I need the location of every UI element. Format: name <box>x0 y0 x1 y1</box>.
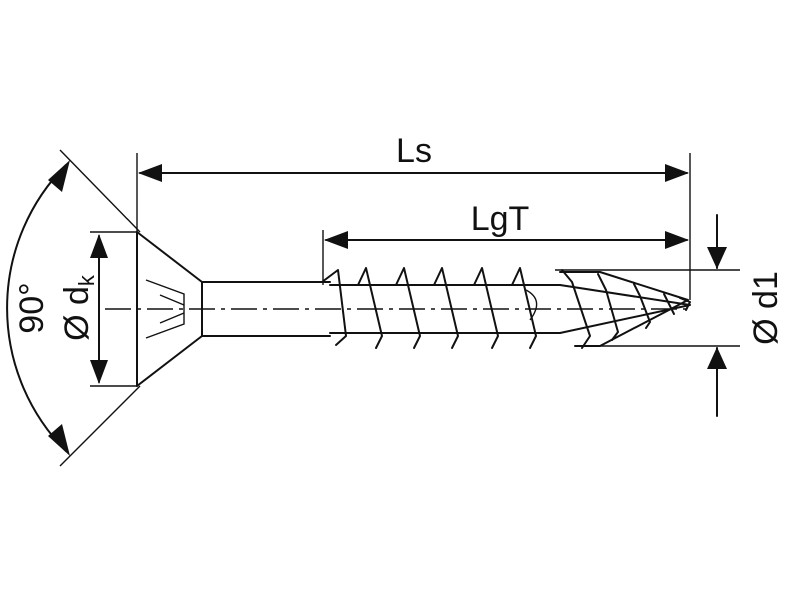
tip-point <box>679 297 691 311</box>
dk-label-subscript: k <box>74 274 99 286</box>
tip-thread-4 <box>663 293 675 315</box>
angle-label: 90° <box>13 282 51 333</box>
tip-thread-2 <box>597 273 619 341</box>
angle-arrow-top <box>48 160 70 192</box>
dk-label-main: Ø d <box>58 286 96 341</box>
thread-crest-5 <box>473 267 499 349</box>
dk-arrow-top <box>90 234 108 258</box>
drive-recess <box>145 279 185 339</box>
tip-thread-1 <box>561 269 591 349</box>
d1-arrow-top <box>707 247 727 269</box>
thread-crest-1 <box>321 269 347 346</box>
dk-arrow-bottom <box>90 360 108 384</box>
thread-crest-6 <box>511 267 537 349</box>
d1-label: Ø d1 <box>747 271 785 345</box>
angle-extension-top <box>59 149 141 233</box>
tip-outline <box>559 271 689 347</box>
lgt-arrow-right <box>665 231 689 249</box>
thread-cut <box>525 289 538 321</box>
angle-arrow-bottom <box>48 424 70 456</box>
angle-dimension: 90° <box>6 149 141 467</box>
angle-extension-bottom <box>59 385 141 467</box>
ls-arrow-left <box>138 164 162 182</box>
thread-crest-4 <box>433 267 459 349</box>
thread-crests <box>321 267 538 349</box>
thread-crest-2 <box>357 267 383 349</box>
tip-thread-3 <box>633 283 651 329</box>
ls-dimension: Ls <box>136 132 691 300</box>
d1-dimension: Ø d1 <box>555 214 785 417</box>
ls-label: Ls <box>396 132 432 170</box>
lgt-arrow-left <box>324 231 348 249</box>
thread-crest-3 <box>395 267 421 349</box>
drive-recess-detail <box>159 294 185 324</box>
head-countersink <box>136 231 203 387</box>
ls-arrow-right <box>665 164 689 182</box>
lgt-dimension: LgT <box>322 200 689 285</box>
tip-core <box>559 284 691 334</box>
lgt-label: LgT <box>471 200 530 238</box>
d1-arrow-bottom <box>707 347 727 369</box>
screw-body <box>105 231 691 387</box>
angle-arc <box>6 164 67 452</box>
dk-label: Ø dk <box>58 274 99 341</box>
dk-dimension: Ø dk <box>58 231 137 387</box>
